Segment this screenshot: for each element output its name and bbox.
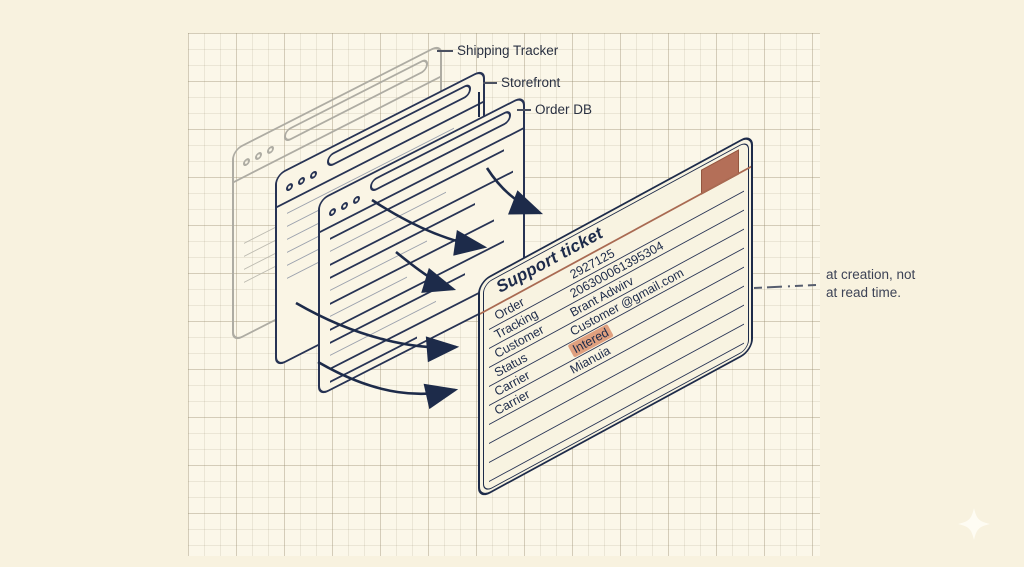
label-order-db: Order DB [535,102,593,117]
annotation-line-1: at creation, not [826,267,916,282]
annotation-note: at creation, not at read time. [826,266,915,302]
bottom-edge-strip [0,567,1024,572]
label-shipping-tracker: Shipping Tracker [457,43,559,58]
window-dot-icon [298,175,305,187]
window-dot-icon [255,150,262,162]
window-dot-icon [310,169,317,181]
sparkle-icon [958,508,990,540]
window-dot-icon [353,194,360,206]
window-dot-icon [243,156,250,168]
annotation-line-2: at read time. [826,285,902,301]
window-dot-icon [329,206,336,218]
window-dot-icon [286,181,293,193]
window-dot-icon [341,200,348,212]
window-dot-icon [267,144,274,156]
label-storefront: Storefront [501,75,561,90]
